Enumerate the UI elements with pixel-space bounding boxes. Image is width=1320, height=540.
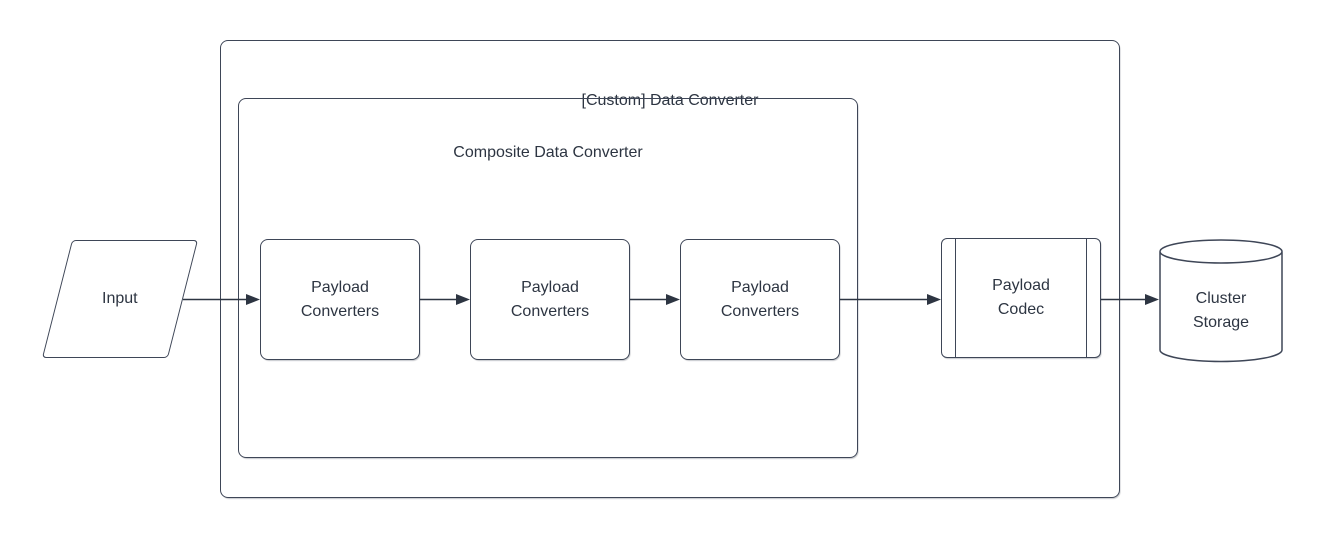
cluster-storage-label: Cluster Storage xyxy=(1192,290,1250,331)
container-custom-data-converter[interactable]: [Custom] Data Converter xyxy=(220,40,1120,498)
payload-codec-label: Payload Codec xyxy=(992,277,1050,318)
payload-converters-label-1: Payload Converters xyxy=(300,278,380,320)
payload-converters-label-2: Payload Converters xyxy=(510,278,590,320)
input-node[interactable]: Input xyxy=(41,240,199,358)
input-node-label: Input xyxy=(102,290,138,307)
payload-converters-node-3[interactable]: Payload Converters xyxy=(680,239,840,360)
payload-converters-label-3: Payload Converters xyxy=(720,278,800,320)
container-composite-data-converter[interactable]: Composite Data Converter xyxy=(238,98,858,458)
codec-right-bar xyxy=(1086,239,1087,357)
database-cylinder-icon xyxy=(1159,239,1283,363)
payload-converters-node-1[interactable]: Payload Converters xyxy=(260,239,420,360)
payload-converters-node-2[interactable]: Payload Converters xyxy=(470,239,630,360)
container-custom-data-converter-label: [Custom] Data Converter xyxy=(581,92,759,109)
cluster-storage-node[interactable]: Cluster Storage xyxy=(1158,238,1284,364)
codec-left-bar xyxy=(955,239,956,357)
payload-codec-node[interactable]: Payload Codec xyxy=(941,238,1101,358)
container-composite-data-converter-label: Composite Data Converter xyxy=(453,144,643,161)
